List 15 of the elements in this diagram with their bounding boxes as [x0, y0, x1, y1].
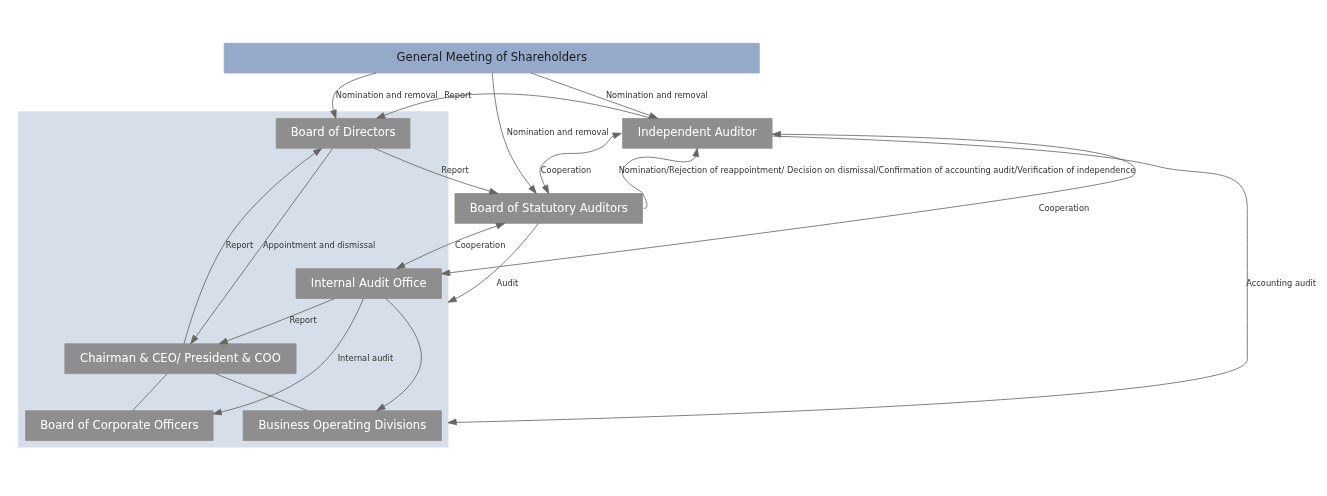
edge-label: Cooperation — [540, 164, 592, 175]
edge-label: Nomination and removal — [335, 89, 438, 100]
edge-label: Audit — [496, 277, 519, 288]
edge-label: Cooperation — [1038, 202, 1090, 213]
edge-label: Report — [225, 239, 254, 250]
edge-label: Report — [289, 314, 317, 325]
edge-label: Appointment and dismissal — [262, 239, 376, 250]
edge-label: Accounting audit — [1246, 277, 1317, 288]
edge-label: Report — [441, 164, 469, 175]
edge-label: Nomination/Rejection of reappointment/ Decision on dismissal/Confirmation of accounting audit/Verification of independence — [618, 164, 1136, 175]
edge-label: Nomination and removal — [605, 89, 708, 100]
edge-label: Cooperation — [454, 239, 506, 250]
edge-label: Nomination and removal — [506, 126, 609, 137]
edge-label: Report — [444, 89, 472, 100]
edge-label: Internal audit — [337, 352, 394, 363]
